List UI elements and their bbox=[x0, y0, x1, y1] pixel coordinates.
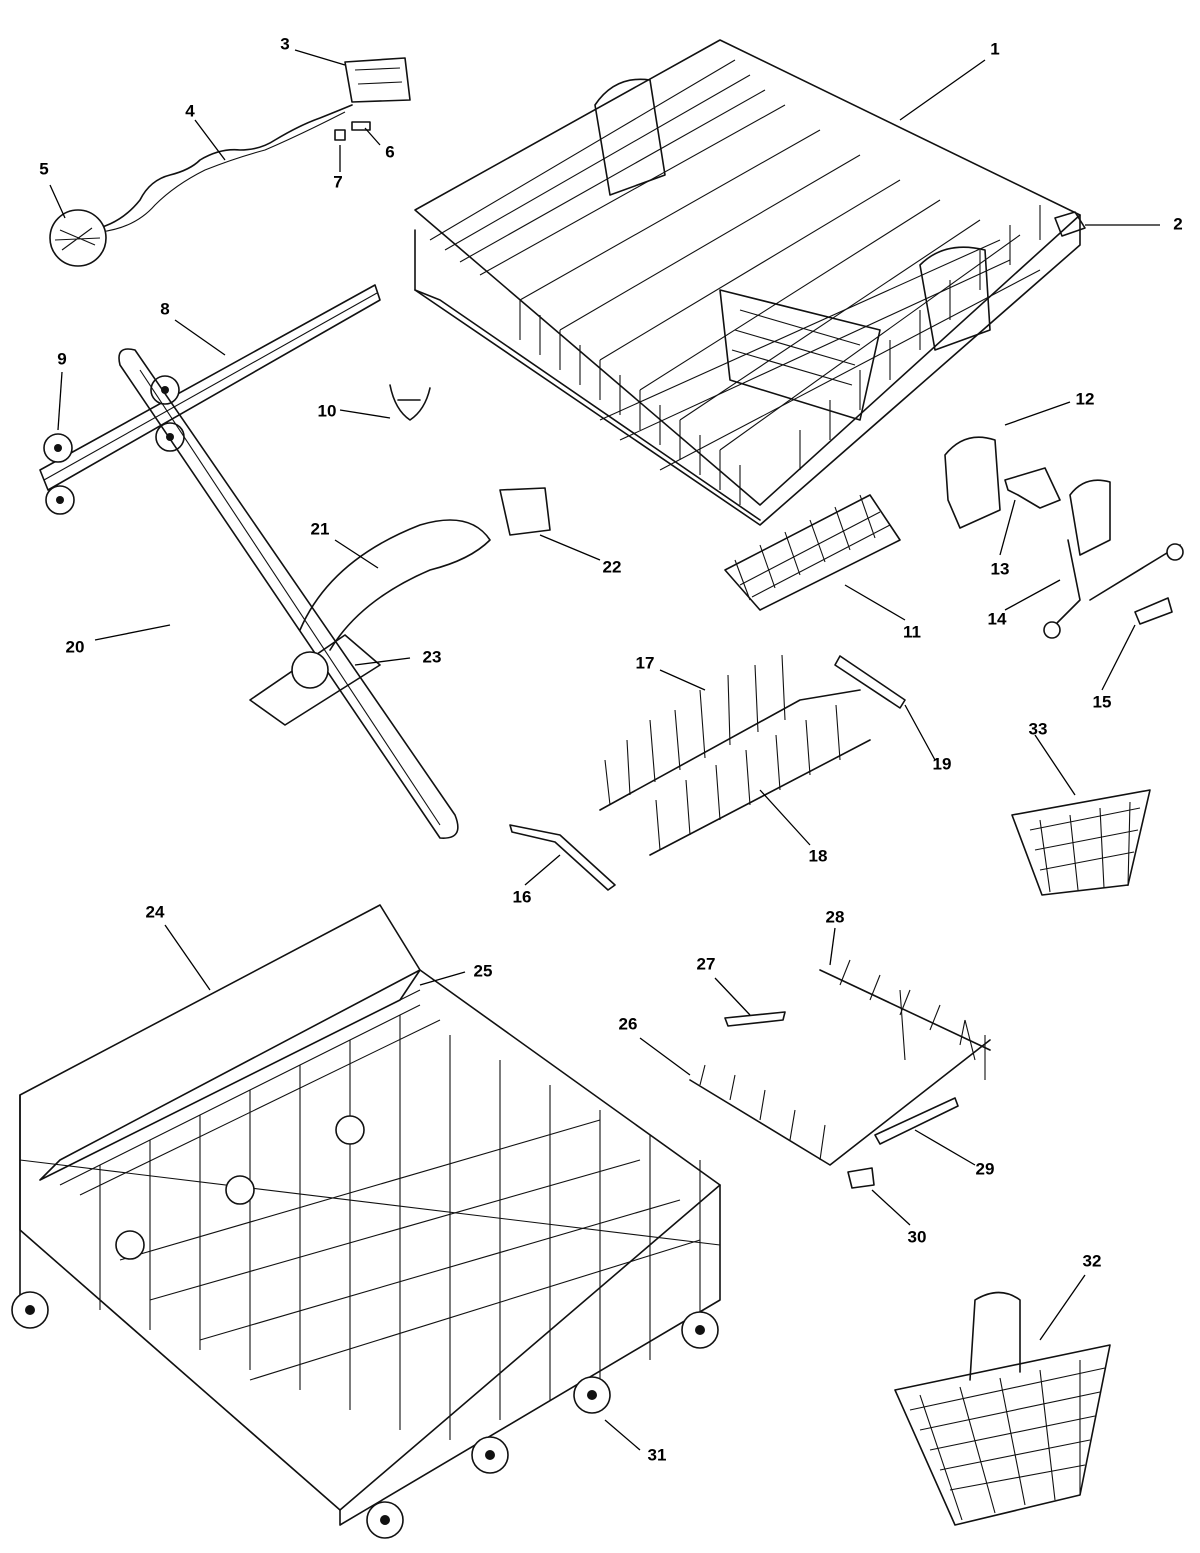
callout-29: 29 bbox=[976, 1159, 995, 1178]
spring-wire bbox=[89, 104, 353, 233]
rack-end-cap bbox=[1054, 211, 1086, 237]
callout-9: 9 bbox=[57, 349, 66, 368]
callout-18: 18 bbox=[809, 846, 828, 865]
clip-part-3 bbox=[344, 57, 411, 103]
callout-11: 11 bbox=[903, 622, 921, 641]
callouts: 1 2 3 4 5 6 7 8 9 10 11 12 13 14 15 16 1… bbox=[39, 34, 1182, 1464]
callout-31: 31 bbox=[648, 1445, 667, 1464]
callout-25: 25 bbox=[474, 961, 493, 980]
callout-10: 10 bbox=[318, 401, 337, 420]
callout-30: 30 bbox=[908, 1227, 927, 1246]
callout-4: 4 bbox=[185, 101, 195, 120]
adjuster-assembly bbox=[944, 436, 1184, 639]
callout-13: 13 bbox=[991, 559, 1010, 578]
callout-3: 3 bbox=[280, 34, 289, 53]
lower-rack bbox=[11, 904, 721, 1539]
callout-27: 27 bbox=[697, 954, 716, 973]
callout-33: 33 bbox=[1029, 719, 1048, 738]
spray-arm bbox=[118, 348, 491, 839]
callout-32: 32 bbox=[1083, 1251, 1102, 1270]
callout-14: 14 bbox=[988, 609, 1007, 628]
lower-fold-tines bbox=[689, 959, 991, 1166]
cutlery-basket bbox=[894, 1291, 1111, 1526]
callout-2: 2 bbox=[1173, 214, 1182, 233]
callout-7: 7 bbox=[333, 172, 342, 191]
small-pins bbox=[334, 121, 371, 141]
upper-rack bbox=[414, 39, 1081, 526]
small-basket bbox=[1011, 789, 1151, 896]
fold-down-tines bbox=[599, 654, 871, 856]
callout-6: 6 bbox=[385, 142, 394, 161]
callout-17: 17 bbox=[636, 653, 655, 672]
clip-part-22 bbox=[499, 487, 551, 536]
callout-23: 23 bbox=[423, 647, 442, 666]
callout-22: 22 bbox=[603, 557, 622, 576]
leader-lines bbox=[49, 49, 1160, 1451]
callout-8: 8 bbox=[160, 299, 169, 318]
callout-20: 20 bbox=[66, 637, 85, 656]
callout-28: 28 bbox=[826, 907, 845, 926]
small-parts-lower bbox=[724, 1011, 959, 1189]
callout-1: 1 bbox=[990, 39, 999, 58]
callout-21: 21 bbox=[311, 519, 330, 538]
callout-26: 26 bbox=[619, 1014, 638, 1033]
tine-row bbox=[724, 494, 901, 611]
clip-part-16 bbox=[509, 824, 616, 891]
callout-12: 12 bbox=[1076, 389, 1095, 408]
callout-5: 5 bbox=[39, 159, 48, 178]
callout-19: 19 bbox=[933, 754, 952, 773]
callout-24: 24 bbox=[146, 902, 165, 921]
callout-15: 15 bbox=[1093, 692, 1112, 711]
clip-part-10 bbox=[389, 384, 431, 421]
slide-rail bbox=[39, 284, 381, 515]
connector-part-19 bbox=[834, 655, 906, 709]
callout-16: 16 bbox=[513, 887, 532, 906]
adjuster-disc bbox=[49, 209, 107, 267]
